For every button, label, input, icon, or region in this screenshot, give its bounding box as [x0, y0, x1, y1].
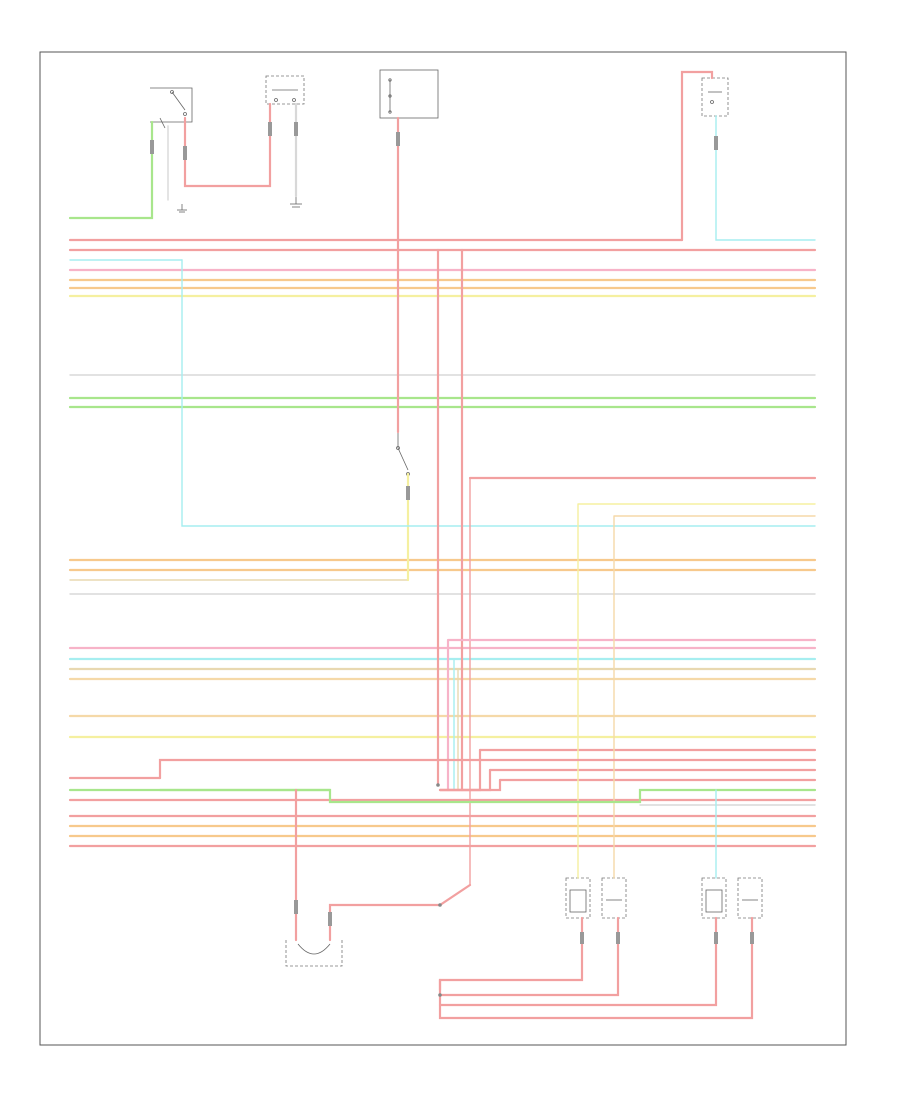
switch-component-middle [396, 432, 410, 476]
routed-wires [68, 70, 817, 1020]
relay-group-right [701, 877, 763, 919]
ground-symbol-top-left [177, 204, 187, 213]
component-box-bottom-center [285, 940, 343, 967]
component-box-top-right [701, 77, 729, 117]
component-box-top-center [265, 75, 305, 105]
splice-points [436, 783, 442, 997]
relay-group-left [565, 877, 627, 919]
harness-wires [68, 238, 817, 848]
ground-symbol-top-center [290, 196, 302, 208]
component-box-top-right-center [379, 69, 439, 119]
switch-component-top-left [150, 87, 193, 129]
connector-marks [150, 122, 754, 944]
diagram-frame [39, 51, 847, 1046]
